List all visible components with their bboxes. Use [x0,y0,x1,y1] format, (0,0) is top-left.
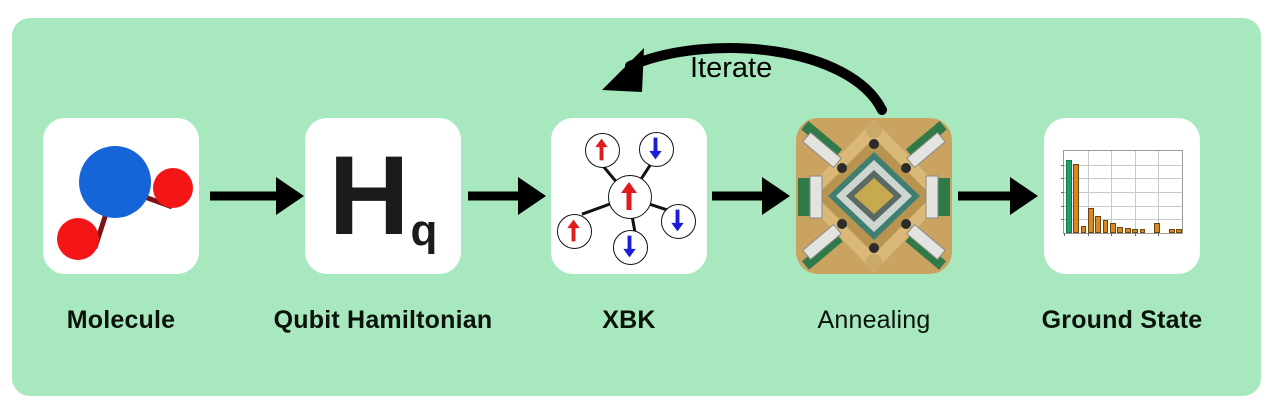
step-card-ground-state[interactable] [1044,118,1200,274]
atom-terminal-lower-left [57,218,99,260]
chart-bar [1132,228,1138,233]
step-label-molecule: Molecule [66,306,176,334]
step-label-qubit-hamiltonian: Qubit Hamiltonian [273,306,493,334]
chart-xtick [1087,233,1089,236]
chart-bar [1154,223,1161,233]
spin-network-icon [551,118,707,274]
step-card-annealing[interactable] [796,118,952,274]
spin-node-4 [613,230,648,265]
chart-gridline [1064,205,1182,207]
chart-xtick [1158,233,1160,236]
chart-bar [1065,159,1072,233]
arrow-shaft [712,191,766,201]
arrow-molecule-to-hamiltonian [210,177,304,215]
chart-xtick [1064,233,1065,236]
chart-bar [1102,219,1109,233]
chart-vgridline [1111,151,1113,233]
chart-ytick [1061,178,1064,180]
hamiltonian-symbol: H [328,133,410,259]
ground-state-chart [1061,150,1183,236]
chart-ytick [1061,205,1064,207]
hamiltonian-subscript: q [410,206,438,255]
chart-bar [1139,229,1146,233]
arrow-shaft [468,191,522,201]
iterate-label: Iterate [690,52,773,84]
chart-bar [1110,223,1116,233]
iterate-arrow [590,22,930,132]
arrow-annealing-to-ground-state [958,177,1038,215]
chart-gridline [1064,192,1182,193]
arrow-hamiltonian-to-xbk [468,177,546,215]
spin-node-3 [661,204,696,239]
arrow-head [276,177,304,215]
chart-ytick [1061,192,1064,193]
chart-bar [1124,227,1131,233]
chart-bar [1117,227,1124,233]
chart-vgridline [1158,151,1160,233]
atom-central [79,146,151,218]
arrow-head [762,177,790,215]
spin-node-2 [639,132,674,167]
atom-terminal-right [153,168,193,208]
chart-bar [1073,164,1079,233]
chart-gridline [1064,219,1182,221]
chart-gridline [1064,164,1182,166]
chart-bar [1169,228,1175,233]
chart-vgridline [1087,151,1089,233]
chart-vgridline [1134,151,1136,233]
step-card-molecule[interactable] [43,118,199,274]
spin-node-1 [585,133,620,168]
step-card-qubit-hamiltonian[interactable]: H q [305,118,461,274]
spin-node-5 [557,214,592,249]
step-label-xbk: XBK [602,306,656,334]
chart-bar [1095,215,1102,233]
arrow-head [518,177,546,215]
chart-bar [1176,228,1183,233]
step-label-annealing: Annealing [817,306,931,334]
quantum-chip-icon [796,118,952,274]
step-card-xbk[interactable] [551,118,707,274]
chart-ytick [1061,219,1064,221]
bar-chart-icon [1044,118,1200,274]
arrow-head [1010,177,1038,215]
spin-node-center [608,175,652,219]
arrow-shaft [958,191,1014,201]
chart-xtick [1134,233,1136,236]
step-label-ground-state: Ground State [1041,306,1203,334]
hamiltonian-icon: H q [305,118,461,274]
chart-bar [1080,225,1087,233]
arrow-shaft [210,191,280,201]
chart-xtick [1111,233,1113,236]
chart-gridline [1064,178,1182,180]
arrow-xbk-to-annealing [712,177,790,215]
chart-ytick [1061,164,1064,166]
chart-bar [1087,208,1094,233]
molecule-icon [43,118,199,274]
